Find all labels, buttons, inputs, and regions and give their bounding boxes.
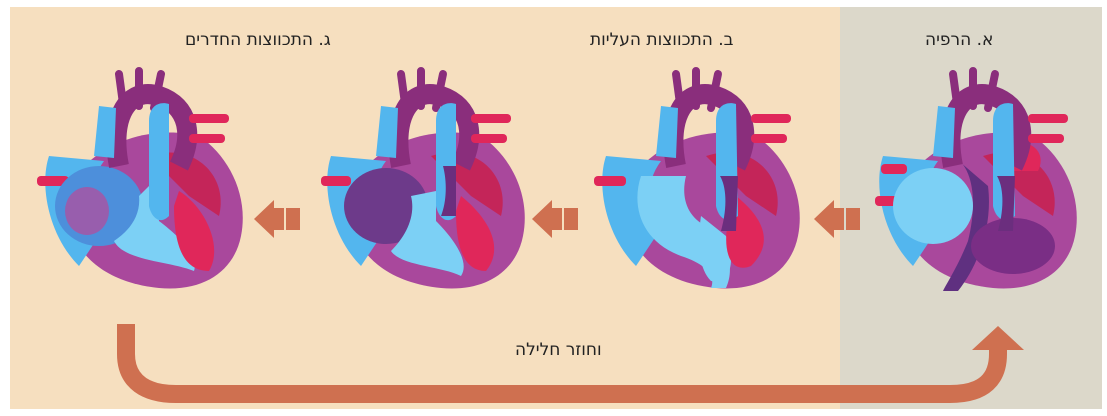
- cycle-return-arrow: [110, 320, 1045, 412]
- stage-transition-arrow-b-mid: [530, 196, 586, 242]
- stage-transition-arrow-mid-g: [252, 196, 308, 242]
- heart-ventricular-contraction-early-image: [310, 66, 532, 296]
- heart-relaxation-image: [862, 66, 1084, 296]
- stage-a-label: א. הרפיה: [925, 30, 993, 50]
- heart-ventricular-contraction-image: [28, 66, 250, 296]
- heart-atrial-contraction-image: [585, 66, 807, 296]
- cycle-repeat-label: וחוזר חלילה: [515, 340, 602, 360]
- stage-b-label: ב. התכווצות העליות: [590, 30, 733, 50]
- stage-g-label: ג. התכווצות החדרים: [185, 30, 331, 50]
- stage-transition-arrow-a-b: [812, 196, 868, 242]
